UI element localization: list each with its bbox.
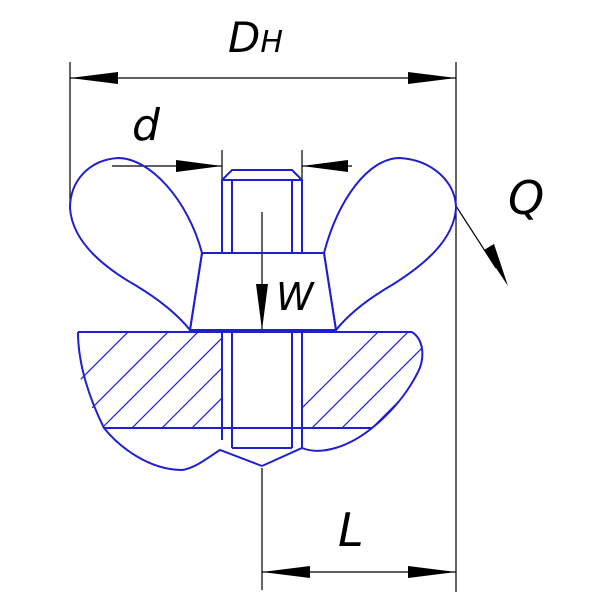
length-dimension xyxy=(261,468,456,590)
label-outer-diameter: DH xyxy=(228,13,283,62)
l-arrow-right xyxy=(408,566,456,578)
dh-arrow-right xyxy=(408,72,456,84)
label-force-q: Q xyxy=(508,171,544,225)
label-thread-diameter: d xyxy=(132,100,161,151)
left-wing-outline xyxy=(68,156,204,333)
label-force-w: W xyxy=(276,275,315,319)
dh-arrow-left xyxy=(70,72,118,84)
force-w-arrow xyxy=(256,212,268,330)
d-arrow-left xyxy=(176,160,222,172)
w-arrow-head xyxy=(256,284,268,330)
bolt-top-outline xyxy=(221,169,303,253)
plate-right-outline xyxy=(261,331,424,467)
outer-diameter-dimension xyxy=(69,62,457,592)
label-length: L xyxy=(338,503,364,557)
plate-right-hatching xyxy=(302,332,423,428)
plate-left-hatching xyxy=(78,332,222,428)
right-wing-outline xyxy=(322,156,458,333)
plate-left-outline xyxy=(77,331,263,472)
l-arrow-left xyxy=(262,566,310,578)
q-arrow-head xyxy=(484,244,508,286)
hub-outline xyxy=(188,252,338,331)
wing-nut xyxy=(68,156,458,472)
thread-diameter-dimension xyxy=(112,150,352,200)
d-arrow-right xyxy=(302,160,348,172)
force-q-arrow xyxy=(455,205,508,286)
